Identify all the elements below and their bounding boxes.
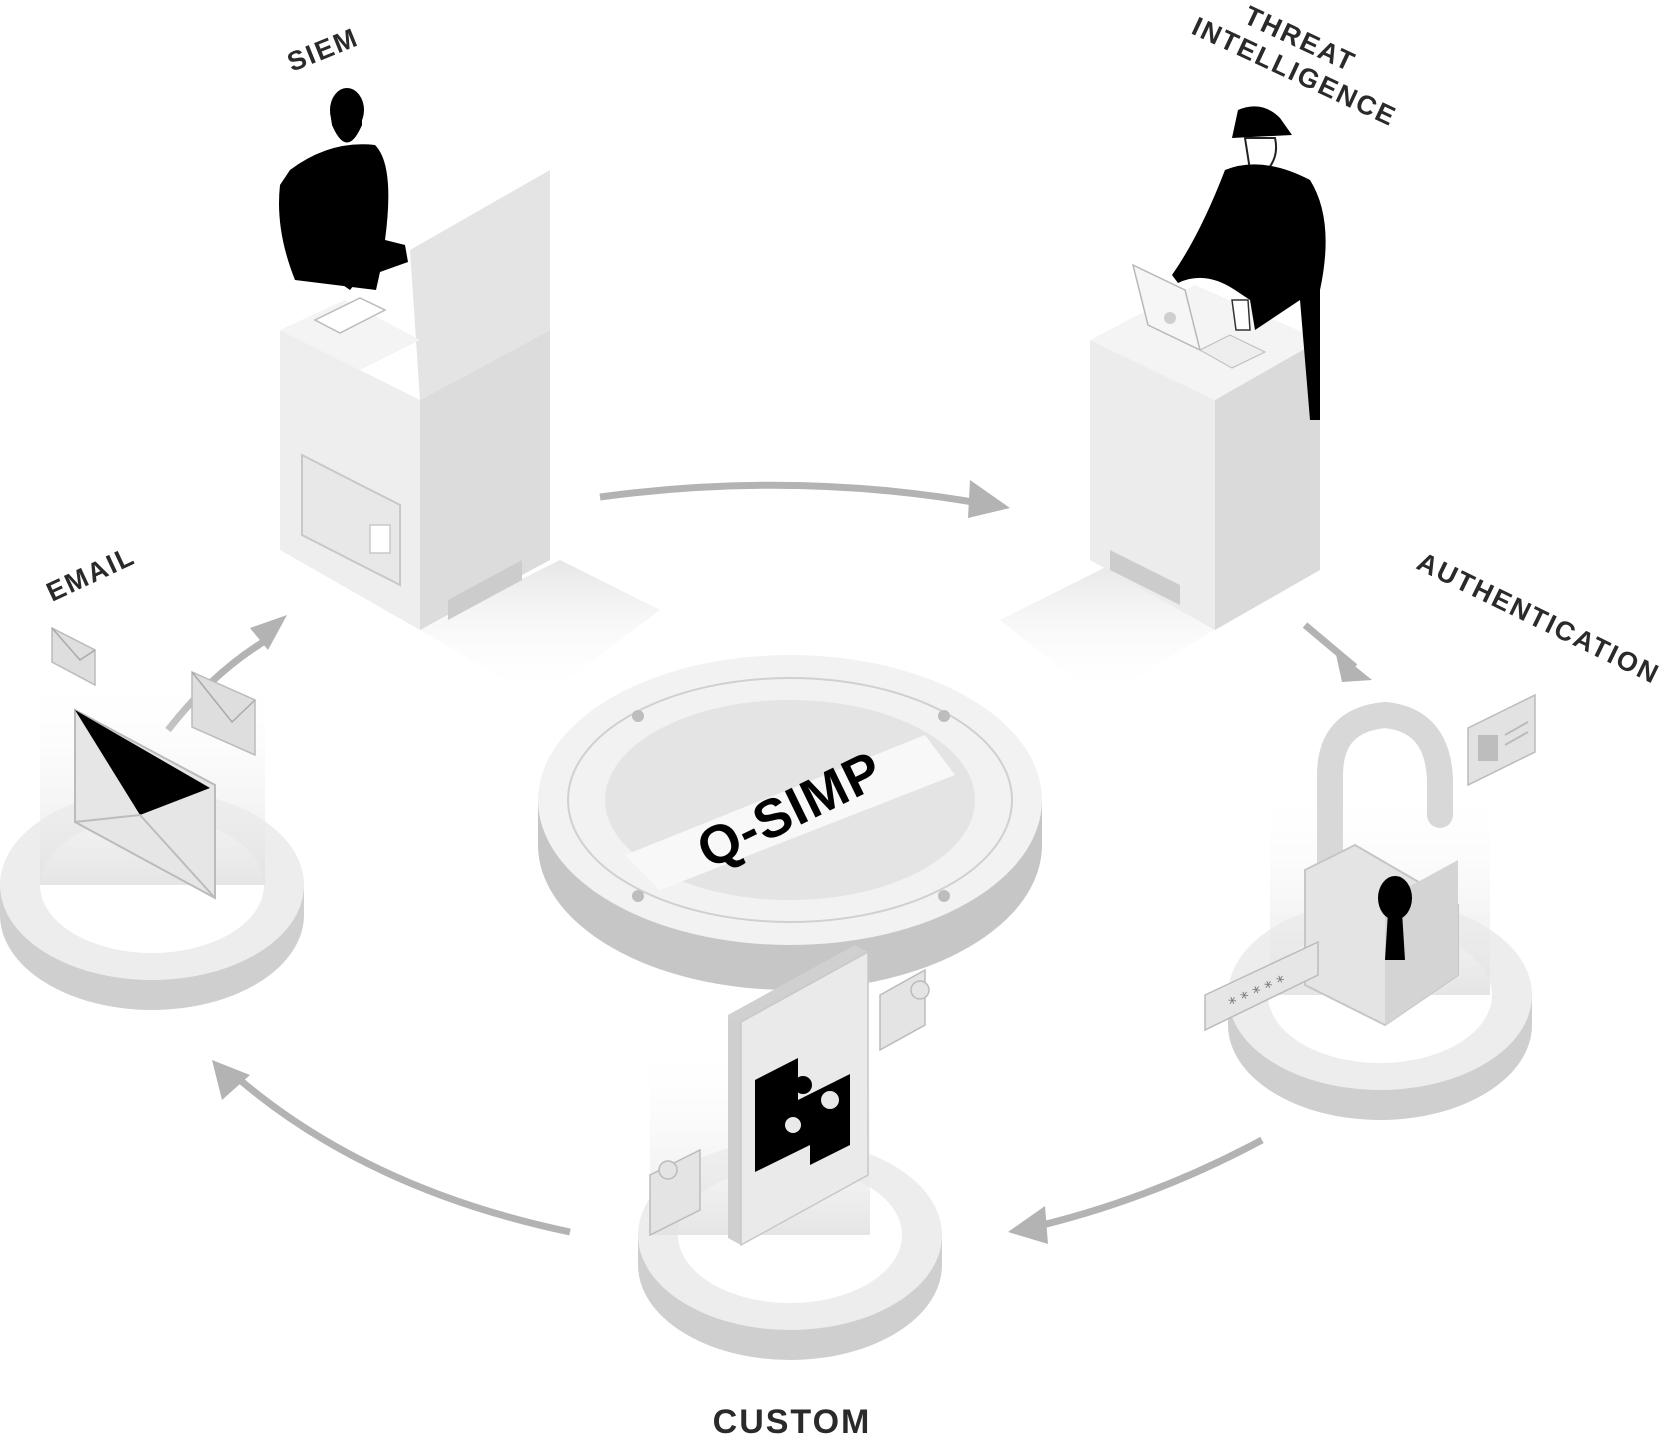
siem-desk-top	[280, 300, 420, 370]
analyst-at-console-icon	[279, 88, 408, 290]
siem-floor-shadow	[420, 560, 660, 700]
hub-rivet	[632, 710, 644, 722]
threat-cabinet-right-face	[1215, 340, 1320, 630]
threat-intelligence-station	[1000, 106, 1326, 700]
envelope-icon	[74, 708, 216, 900]
authentication-node: * * * * *	[1204, 693, 1536, 1120]
label-email: EMAIL	[42, 541, 140, 608]
arrow-auth-to-custom	[1029, 1136, 1264, 1232]
siem-panel-slot	[369, 524, 391, 554]
arrow-head-icon	[250, 615, 287, 650]
envelope-icon	[51, 626, 96, 687]
hub-band	[625, 735, 955, 890]
puzzle-piece-icon	[879, 968, 930, 1052]
siem-station	[279, 88, 660, 700]
padlock-icon	[1304, 701, 1459, 1027]
label-siem: SIEM	[283, 22, 363, 78]
arrow-head-icon	[212, 1060, 250, 1100]
puzzle-icon	[755, 1058, 850, 1172]
arrow-siem-to-threat	[599, 481, 991, 509]
hub-ring	[567, 677, 1013, 923]
id-card-icon	[1467, 693, 1536, 787]
flow-arrows	[165, 480, 1372, 1244]
keyboard-icon	[313, 297, 387, 334]
hub-rivet	[938, 710, 950, 722]
custom-node	[638, 945, 942, 1360]
siem-vent	[448, 560, 522, 620]
siem-tower	[410, 170, 550, 400]
siem-cabinet-right-face	[420, 330, 550, 630]
arrow-head-icon	[1335, 650, 1372, 682]
puzzle-piece-icon	[649, 1148, 701, 1237]
analyst-with-laptop-icon	[1172, 106, 1326, 420]
label-custom: CUSTOM	[713, 1403, 872, 1441]
email-node	[0, 626, 304, 1010]
arrow-custom-to-email	[237, 1077, 571, 1236]
q-simp-hub: Q-SIMP	[538, 655, 1042, 990]
arrow-head-icon	[968, 480, 1010, 518]
hub-rivet	[938, 890, 950, 902]
envelope-icon	[191, 670, 256, 757]
label-authentication: AUTHENTICATION	[1412, 546, 1664, 690]
hub-rivet	[632, 890, 644, 902]
threat-vent	[1110, 550, 1180, 605]
arrow-head-icon	[1008, 1206, 1048, 1244]
laptop-icon	[1131, 263, 1267, 369]
